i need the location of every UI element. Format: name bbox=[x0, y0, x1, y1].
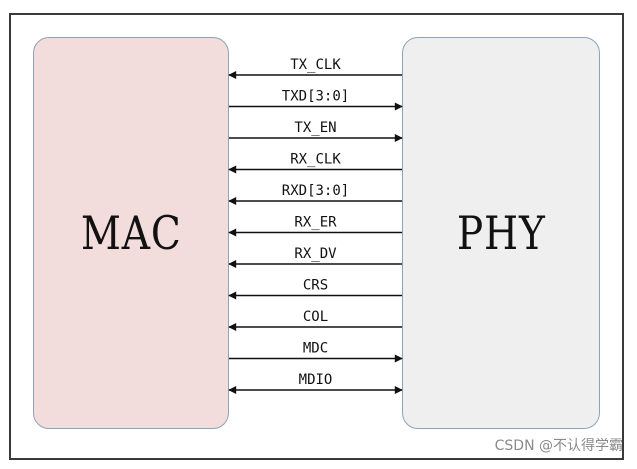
signal-label-tx-clk: TX_CLK bbox=[290, 57, 341, 73]
signal-label-mdio: MDIO bbox=[299, 372, 333, 388]
phy-block: PHY bbox=[402, 37, 600, 429]
signal-label-txd-3-0: TXD[3:0] bbox=[282, 89, 349, 105]
signal-label-mdc: MDC bbox=[303, 341, 328, 357]
signal-label-tx-en: TX_EN bbox=[294, 120, 336, 136]
mac-label: MAC bbox=[80, 206, 182, 260]
mac-block: MAC bbox=[33, 37, 229, 429]
signal-label-rxd-3-0: RXD[3:0] bbox=[282, 183, 349, 199]
signal-label-rx-dv: RX_DV bbox=[294, 246, 337, 262]
signal-label-col: COL bbox=[303, 309, 328, 325]
watermark-text: CSDN @不认得学霸 bbox=[494, 438, 623, 454]
phy-label: PHY bbox=[456, 206, 546, 260]
signal-label-rx-clk: RX_CLK bbox=[290, 152, 341, 168]
signal-label-crs: CRS bbox=[303, 278, 328, 294]
signal-label-rx-er: RX_ER bbox=[294, 215, 337, 231]
